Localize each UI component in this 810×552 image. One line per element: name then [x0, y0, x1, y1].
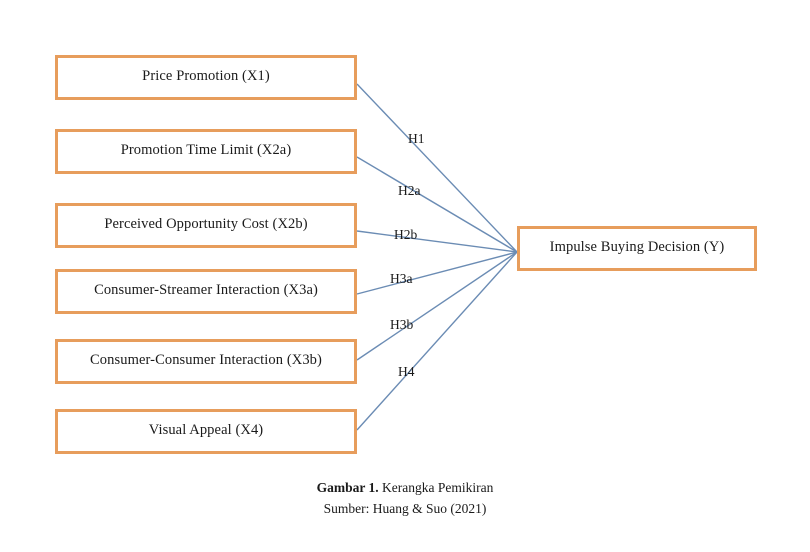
hypothesis-label-h2a: H2a: [398, 183, 421, 198]
connector-x2b-to-y: [356, 230, 518, 253]
connector-x4-to-y: [356, 251, 518, 431]
node-label-x1: Price Promotion (X1): [142, 67, 270, 84]
connector-x2a-to-y: [356, 156, 518, 253]
caption-figure-number: Gambar 1.: [316, 480, 379, 495]
hypothesis-label-h2b: H2b: [394, 227, 418, 242]
connector-x1-to-y: [356, 83, 518, 253]
node-box-x3b[interactable]: Consumer-Consumer Interaction (X3b): [55, 339, 357, 384]
node-label-x3b: Consumer-Consumer Interaction (X3b): [90, 351, 322, 368]
node-box-x2b[interactable]: Perceived Opportunity Cost (X2b): [55, 203, 357, 248]
node-box-y[interactable]: Impulse Buying Decision (Y): [517, 226, 757, 271]
node-label-x2b: Perceived Opportunity Cost (X2b): [104, 215, 308, 232]
node-box-x4[interactable]: Visual Appeal (X4): [55, 409, 357, 454]
connector-x3b-to-y: [356, 251, 518, 361]
node-box-x1[interactable]: Price Promotion (X1): [55, 55, 357, 100]
caption-title-line: Gambar 1. Kerangka Pemikiran: [0, 478, 810, 499]
hypothesis-label-h1: H1: [408, 131, 425, 146]
node-box-x3a[interactable]: Consumer-Streamer Interaction (X3a): [55, 269, 357, 314]
hypothesis-label-h3b: H3b: [390, 317, 414, 332]
node-box-x2a[interactable]: Promotion Time Limit (X2a): [55, 129, 357, 174]
node-label-x3a: Consumer-Streamer Interaction (X3a): [94, 281, 318, 298]
caption-source: Sumber: Huang & Suo (2021): [323, 500, 487, 516]
figure-caption: Gambar 1. Kerangka Pemikiran Sumber: Hua…: [0, 478, 810, 520]
caption-figure-title: Kerangka Pemikiran: [382, 480, 494, 495]
hypothesis-label-h3a: H3a: [390, 271, 413, 286]
node-label-y: Impulse Buying Decision (Y): [549, 238, 725, 255]
node-label-x2a: Promotion Time Limit (X2a): [120, 141, 292, 158]
node-label-x4: Visual Appeal (X4): [148, 421, 264, 438]
connector-x3a-to-y: [356, 251, 518, 295]
hypothesis-label-h4: H4: [398, 364, 415, 379]
